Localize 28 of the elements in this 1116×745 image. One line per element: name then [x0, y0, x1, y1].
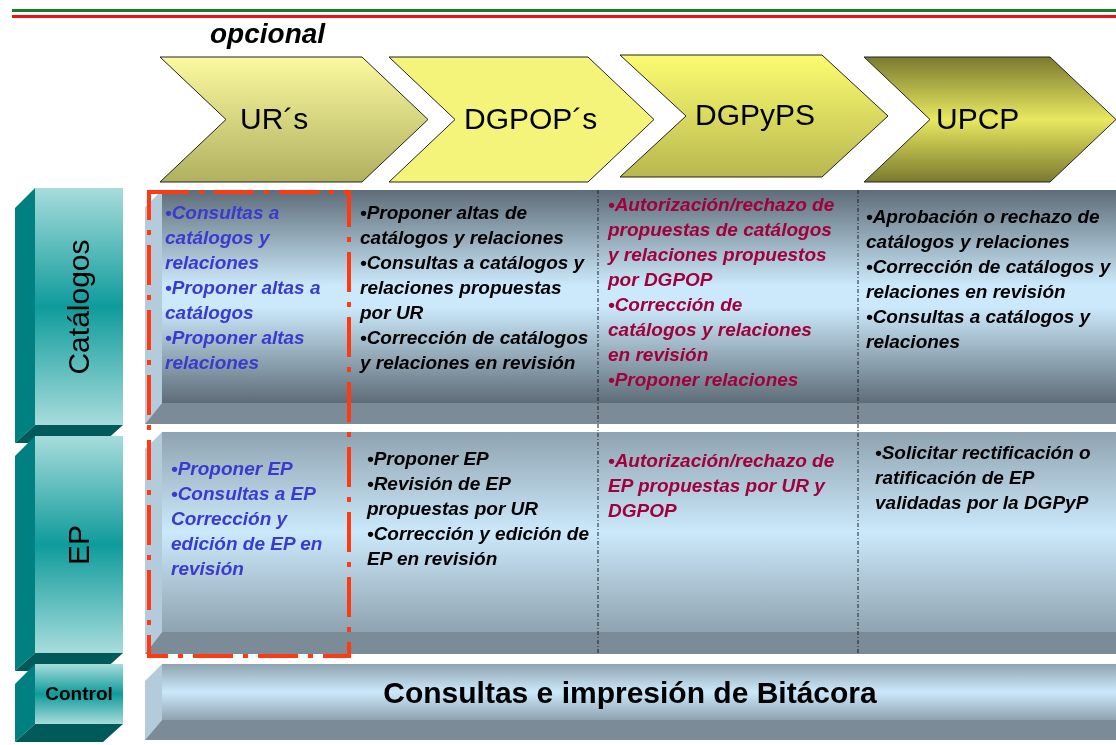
stage-label: UPCP — [936, 101, 1020, 136]
stage-label: DGPyPS — [695, 98, 816, 132]
list-item: •Consultas a catálogos y relaciones propuestas por UR — [360, 251, 586, 325]
optional-label: opcional — [210, 18, 326, 50]
list-item: •Corrección y edición de EP en revisión — [367, 522, 591, 571]
list-item: •Proponer relaciones — [608, 368, 800, 392]
stage-label: DGPOP´s — [464, 101, 598, 136]
list-item: •Autorización/rechazo de EP propuestas por UR y DGPOP — [608, 449, 836, 523]
row-header-label: Control — [45, 683, 113, 705]
list-item: •Proponer altas a catálogos — [165, 276, 322, 325]
list-item: •Proponer EP — [367, 447, 490, 471]
list-item: •Consultas a catálogos y relaciones — [866, 305, 1092, 354]
list-item: •Proponer altas de catálogos y relaciones — [360, 201, 565, 250]
list-item: •Corrección de catálogos y relaciones en revisión — [608, 293, 813, 367]
stage-label: UR´s — [240, 101, 309, 136]
row-header-label: EP — [62, 524, 96, 565]
list-item: •Corrección de catálogos y relaciones en revisión — [360, 326, 590, 375]
list-item: •Revisión de EP propuestas por UR — [367, 472, 540, 521]
band-label: Consultas e impresión de Bitácora — [383, 676, 877, 710]
list-item: •Corrección de catálogos y relaciones en revisión — [866, 255, 1111, 304]
list-item: •Consultas a EP Corrección y edición de EP en revisión — [171, 482, 324, 581]
list-item: •Solicitar rectificación o ratificación de EP validadas por la DGPyP — [875, 441, 1092, 515]
list-item: •Proponer altas relaciones — [165, 326, 306, 375]
list-item: •Autorización/rechazo de propuestas de catálogos y relaciones propuestos por DGPOP — [608, 193, 836, 292]
row-header-label: Catálogos — [62, 238, 96, 375]
list-item: •Aprobación o rechazo de catálogos y relaciones — [866, 205, 1101, 254]
list-item: •Consultas a catálogos y relaciones — [165, 201, 281, 275]
list-item: •Proponer EP — [171, 457, 294, 481]
